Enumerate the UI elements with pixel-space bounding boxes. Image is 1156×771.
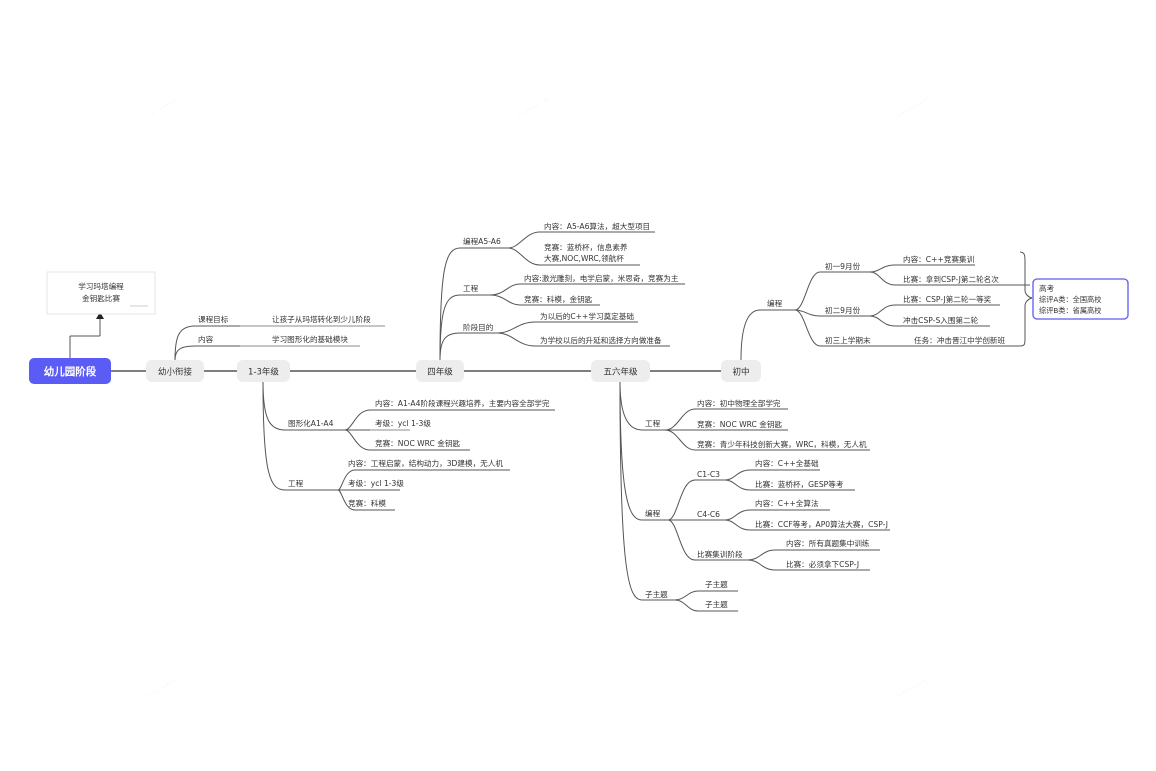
note-card[interactable]: 学习玛塔编程 金钥匙比赛 [46,271,156,358]
g13-branches [262,381,555,511]
g13-graphic-item-3: 竞赛：NOC WRC 金钥匙 [375,438,460,448]
note-line-1: 学习玛塔编程 [78,281,124,291]
g13-engineering-item-3: 竞赛：科模 [348,498,386,508]
gaokao-title: 高考 [1039,283,1055,293]
g56-camp-item-2: 比赛：必须拿下CSP-J [786,559,859,569]
g56-programming-label: 编程 [645,508,661,518]
g4-programming-item-2b: 大赛,NOC,WRC,领航杯 [544,253,624,263]
g56-engineering-item-1: 内容：初中物理全部学完 [697,398,781,408]
g56-branches [619,381,890,612]
middle-p2-item-1: 比赛：CSP-J第二轮一等奖 [903,294,992,304]
g13-graphic-item-2: 考级：ycl 1-3级 [375,418,431,428]
g4-programming-label: 编程A5-A6 [463,236,501,246]
g56-subtopic-item-2: 子主题 [705,599,728,609]
stage-grade-1-3-label: 1-3年级 [248,367,279,378]
arrow-up-icon [96,312,104,319]
stage-grade-4[interactable]: 四年级 [416,360,464,382]
bridge-goal-label: 课程目标 [198,314,229,324]
g13-engineering-item-1: 内容：工程启蒙，结构动力，3D建模，无人机 [348,458,503,468]
g56-subtopic-label: 子主题 [645,589,668,599]
g56-c4c6-item-2: 比赛：CCF等考，AP0算法大赛，CSP-J [755,519,888,529]
stage-middle-school[interactable]: 初中 [721,360,761,382]
svg-text:·········: ········· [145,672,185,704]
g13-engineering-item-2: 考级：ycl 1-3级 [348,478,404,488]
g4-purpose-item-2: 为学校以后的升延和选择方向做准备 [540,335,662,345]
g13-graphic-label: 图形化A1-A4 [288,418,334,428]
root-node[interactable]: 幼儿园阶段 [29,358,111,384]
svg-text:·········: ········· [895,672,935,704]
g56-c4c6-item-1: 内容：C++全算法 [755,498,819,508]
g56-c4c6-label: C4-C6 [697,510,720,519]
stage-bridge[interactable]: 幼小衔接 [146,360,204,382]
stage-grade-4-label: 四年级 [427,367,453,378]
bridge-content-label: 内容 [198,334,214,344]
stage-grade-5-6[interactable]: 五六年级 [591,360,650,382]
g4-engineering-item-1: 内容:激光雕刻，电学启蒙，米思奇，竞赛为主 [524,273,679,283]
g4-purpose-item-1: 为以后的C++学习奠定基础 [540,311,634,321]
middle-p2-item-2: 冲击CSP-S入围第二轮 [903,315,979,325]
gaokao-line-2: 综评B类：省属高校 [1039,306,1101,315]
g56-engineering-item-2: 竞赛：NOC WRC 金钥匙 [697,419,782,429]
g4-branches [439,231,685,361]
g13-engineering-label: 工程 [288,479,304,488]
g13-graphic-item-1: 内容：A1-A4阶段课程兴趣培养，主要内容全部学完 [375,398,550,408]
stage-grade-1-3[interactable]: 1-3年级 [237,360,290,382]
middle-p1-label: 初一9月份 [825,261,861,271]
root-label: 幼儿园阶段 [44,365,97,378]
gaokao-line-1: 综评A类：全国高校 [1039,295,1101,304]
g4-engineering-item-2: 竞赛：科模，金钥匙 [524,294,593,304]
g56-camp-item-1: 内容：所有真题集中训练 [786,538,870,548]
bridge-content-text: 学习图形化的基础模块 [272,334,348,344]
gaokao-callout[interactable]: 高考 综评A类：全国高校 综评B类：省属高校 [1032,278,1129,320]
middle-p2-label: 初二9月份 [825,305,861,315]
g4-engineering-label: 工程 [463,284,479,293]
svg-text:·········: ········· [895,92,935,124]
g56-c1c3-item-2: 比赛：蓝桥杯，GESP等考 [755,479,844,489]
g4-programming-item-1: 内容：A5-A6算法，超大型项目 [544,221,650,231]
g4-purpose-label: 阶段目的 [463,322,494,332]
stage-middle-school-label: 初中 [732,367,749,378]
svg-text:·········: ········· [145,92,185,124]
g56-camp-label: 比赛集训阶段 [697,549,743,559]
middle-branches [740,251,1033,361]
note-line-2: 金钥匙比赛 [82,293,120,303]
stage-bridge-label: 幼小衔接 [158,367,193,378]
middle-p1-item-2: 比赛：拿到CSP-J第二轮名次 [903,274,999,284]
g56-engineering-item-3: 竞赛：青少年科技创新大赛，WRC，科模，无人机 [697,439,867,449]
g56-c1c3-item-1: 内容：C++全基础 [755,458,819,468]
g56-subtopic-item-1: 子主题 [705,579,728,589]
bridge-goal-text: 让孩子从玛塔转化到少儿阶段 [272,314,371,324]
stage-grade-5-6-label: 五六年级 [603,367,638,378]
g4-programming-item-2a: 竞赛：蓝桥杯，信息素养 [544,242,628,252]
g56-c1c3-label: C1-C3 [697,470,720,479]
g56-engineering-label: 工程 [645,419,661,428]
bridge-branches [174,325,385,361]
middle-p1-item-1: 内容：C++竞赛集训 [903,254,975,264]
middle-programming-label: 编程 [767,298,783,308]
svg-text:·········: ········· [515,92,555,124]
middle-p3-item-1: 任务：冲击晋江中学创新班 [914,335,1006,345]
middle-p3-label: 初三上学期末 [825,335,871,345]
